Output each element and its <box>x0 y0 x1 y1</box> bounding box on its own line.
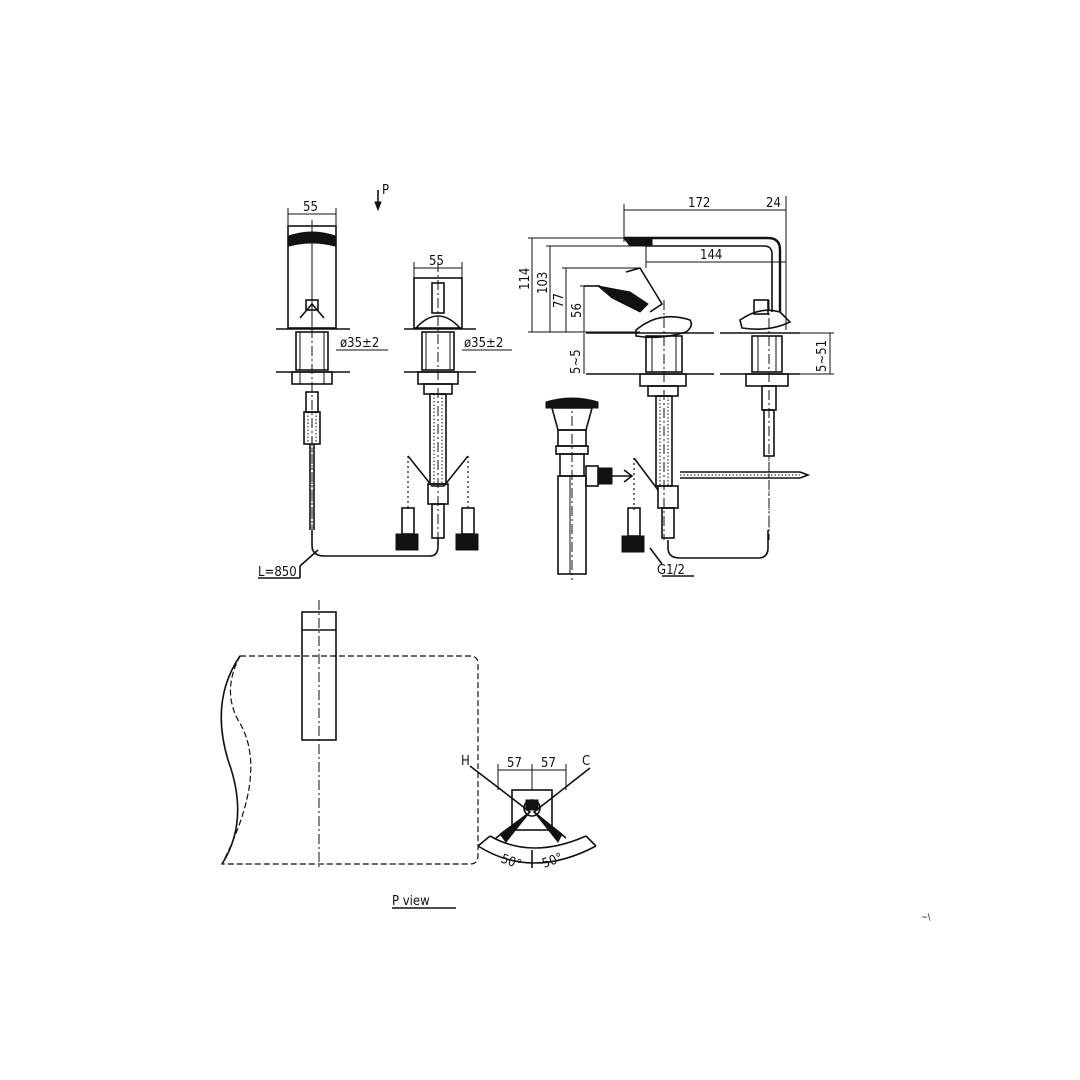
dim-103: 103 <box>536 272 551 294</box>
dim-172: 172 <box>688 196 710 211</box>
dim-hole-left: ø35±2 <box>340 336 379 351</box>
view-arrow-p: P <box>374 183 389 212</box>
dim-144: 144 <box>700 248 722 263</box>
angle-right: 50° <box>540 851 565 872</box>
dim-deck-left: 5~5 <box>569 349 584 374</box>
dim-55-left: 55 <box>303 200 318 215</box>
corner-mark: ~\ <box>921 913 931 923</box>
view-title: P view <box>392 894 430 909</box>
p-view-top: 50° 50° 57 57 H C P view <box>220 600 597 909</box>
dim-55-center: 55 <box>429 254 444 269</box>
dim-hole-center: ø35±2 <box>464 336 503 351</box>
center-handle-front-view: 55 ø35±2 <box>395 254 512 551</box>
dim-24: 24 <box>766 196 781 211</box>
dim-77: 77 <box>552 293 567 308</box>
spout-side-view: 172 24 144 114 103 77 56 <box>518 196 834 578</box>
dim-deck-right: 5~51 <box>815 340 830 372</box>
dim-hose-length: L=850 <box>258 565 297 580</box>
dim-57-right: 57 <box>541 756 556 771</box>
dim-57-left: 57 <box>507 756 522 771</box>
angle-left: 50° <box>499 852 524 873</box>
pop-up-drain <box>545 397 634 580</box>
dim-56: 56 <box>570 303 585 318</box>
left-handle-side-view: 55 ø35±2 <box>276 200 388 550</box>
dim-thread: G1/2 <box>657 563 685 578</box>
hose-left: L=850 <box>258 530 439 580</box>
dim-114: 114 <box>518 268 533 290</box>
label-hot: H <box>461 754 470 769</box>
arrow-p-label: P <box>382 183 389 198</box>
label-cold: C <box>582 754 590 769</box>
